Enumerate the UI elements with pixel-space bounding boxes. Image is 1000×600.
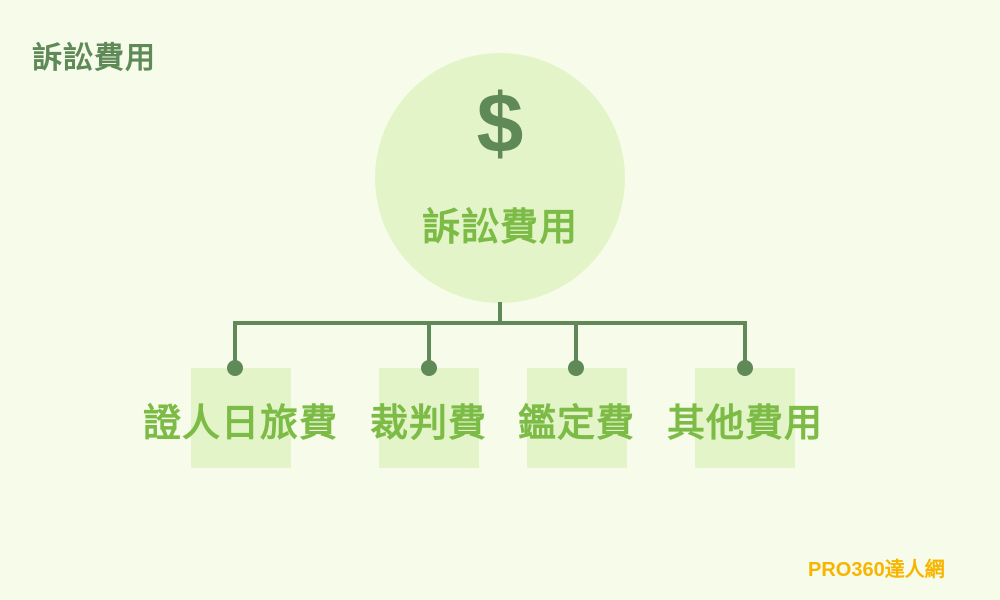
- branch-box-4: [695, 368, 795, 468]
- dollar-sign-icon: $: [476, 76, 524, 170]
- branch-dot-3: [568, 360, 584, 376]
- branch-dot-1: [227, 360, 243, 376]
- branch-dot-2: [421, 360, 437, 376]
- branch-line-4: [743, 321, 747, 368]
- branch-line-1: [233, 321, 237, 368]
- branch-box-1: [191, 368, 291, 468]
- branch-label-appraisal-fee: 鑑定費: [518, 401, 636, 445]
- branch-label-other-fees: 其他費用: [667, 401, 824, 445]
- root-node: $ 訴訟費用: [375, 53, 625, 303]
- branch-dot-4: [737, 360, 753, 376]
- branch-label-court-fee: 裁判費: [370, 401, 488, 445]
- branch-box-3: [527, 368, 627, 468]
- branch-label-witness-travel: 證人日旅費: [143, 401, 339, 445]
- brand-logo: PRO360達人網: [808, 559, 945, 581]
- branch-line-3: [574, 321, 578, 368]
- branch-box-2: [379, 368, 479, 468]
- trunk-line: [498, 302, 502, 324]
- page-title: 訴訟費用: [32, 41, 156, 76]
- branch-line-2: [427, 321, 431, 368]
- root-node-label: 訴訟費用: [421, 205, 578, 249]
- branch-bar: [233, 321, 747, 325]
